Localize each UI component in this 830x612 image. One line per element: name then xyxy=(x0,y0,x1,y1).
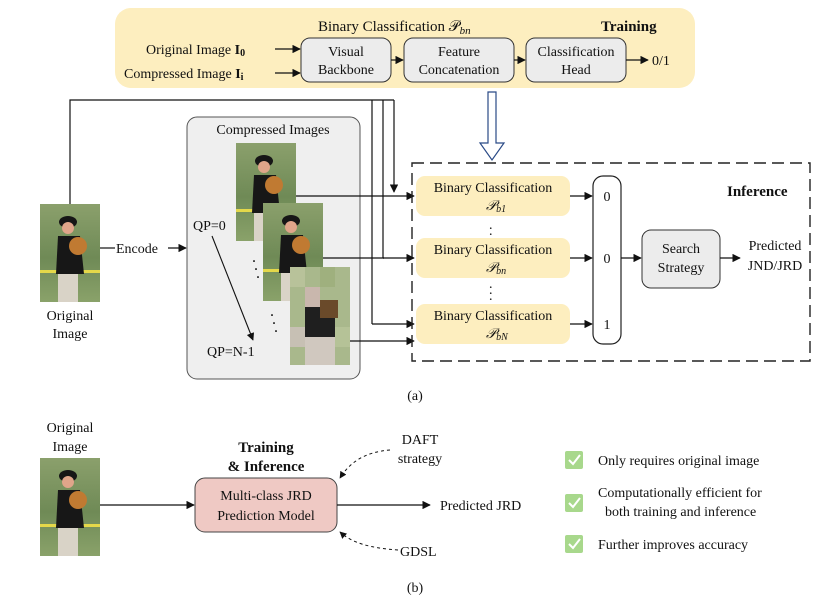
classifier-b1 xyxy=(416,176,570,216)
training-title: Binary Classification 𝒫bn xyxy=(318,19,471,37)
backbone-line-2: Backbone xyxy=(318,63,374,78)
output-vector xyxy=(592,175,622,345)
benefit-2: Computationally efficient for both train… xyxy=(565,486,762,520)
training-output: 0/1 xyxy=(652,54,670,69)
input-compressed-label: Compressed Image Ii xyxy=(124,67,244,83)
benefit-1-text: Only requires original image xyxy=(598,454,759,469)
classifier-b1-label: Binary Classification xyxy=(434,181,553,196)
dots-1: . xyxy=(252,249,256,266)
search-line-2: Strategy xyxy=(658,261,705,276)
daft-line-2: strategy xyxy=(398,452,442,467)
vdots-b1: . xyxy=(489,277,493,292)
vdots-a2: . xyxy=(489,224,493,239)
benefit-2-text-2: both training and inference xyxy=(605,505,756,520)
dots-6: . xyxy=(274,319,278,336)
check-icon xyxy=(565,494,583,512)
inference-box xyxy=(411,162,811,362)
proposed-panel: Original Image Training & Inference Mult… xyxy=(40,421,762,596)
vdots-b2: . xyxy=(489,283,493,298)
b-header-1: Training xyxy=(238,440,294,456)
classifier-bN-label: Binary Classification xyxy=(434,309,553,324)
check-icon xyxy=(565,535,583,553)
classifier-bn-label: Binary Classification xyxy=(434,243,553,258)
inference-panel: Original Image Encode Compressed Images xyxy=(40,99,811,404)
concat-line-2: Concatenation xyxy=(419,63,500,78)
classifier-bN xyxy=(416,304,570,344)
inference-tag: Inference xyxy=(727,184,788,200)
dots-2: . xyxy=(254,257,258,274)
benefit-1: Only requires original image xyxy=(565,451,759,469)
compressed-images-title: Compressed Images xyxy=(216,123,329,138)
b-original-label-1: Original xyxy=(47,421,94,436)
output-3: 1 xyxy=(604,318,611,333)
output-1: 0 xyxy=(604,190,611,205)
dots-5: . xyxy=(272,311,276,328)
model-line-1: Multi-class JRD xyxy=(220,489,311,504)
benefit-3-text: Further improves accuracy xyxy=(598,538,748,553)
search-line-1: Search xyxy=(662,242,700,257)
daft-line-1: DAFT xyxy=(402,433,439,448)
input-original-label: Original Image I0 xyxy=(146,43,245,59)
qp-start-label: QP=0 xyxy=(193,219,226,234)
b-header-2: & Inference xyxy=(228,459,305,475)
original-image-label-2: Image xyxy=(53,327,88,342)
original-image-label-1: Original xyxy=(47,309,94,324)
dots-4: . xyxy=(270,303,274,320)
gdsl-label: GDSL xyxy=(400,545,437,560)
head-line-2: Head xyxy=(561,63,591,78)
qp-end-label: QP=N-1 xyxy=(207,345,255,360)
dots-3: . xyxy=(256,265,260,282)
head-line-1: Classification xyxy=(538,45,615,60)
vdots-a1: . xyxy=(489,218,493,233)
compressed-image-qpN-1 xyxy=(290,267,350,365)
training-tag: Training xyxy=(601,19,657,35)
benefit-2-text-1: Computationally efficient for xyxy=(598,486,762,501)
search-strategy-box xyxy=(641,229,721,289)
vdots-b3: . xyxy=(489,289,493,304)
b-predicted-jrd: Predicted JRD xyxy=(440,499,521,514)
predicted-label-1: Predicted xyxy=(749,239,802,254)
output-2: 0 xyxy=(604,252,611,267)
b-original-image-thumb xyxy=(40,458,100,556)
caption-a: (a) xyxy=(407,389,423,404)
concat-line-1: Feature xyxy=(438,45,480,60)
encode-label: Encode xyxy=(116,242,158,257)
classifier-bn xyxy=(416,238,570,278)
training-panel: Binary Classification 𝒫bn Training Origi… xyxy=(115,8,695,88)
model-line-2: Prediction Model xyxy=(217,509,315,524)
predicted-label-2: JND/JRD xyxy=(748,259,802,274)
caption-b: (b) xyxy=(407,581,424,596)
original-image-thumb xyxy=(40,204,100,302)
check-icon xyxy=(565,451,583,469)
backbone-line-1: Visual xyxy=(328,45,364,60)
b-original-label-2: Image xyxy=(53,440,88,455)
training-to-inference-arrow xyxy=(478,91,506,162)
benefit-3: Further improves accuracy xyxy=(565,535,748,553)
